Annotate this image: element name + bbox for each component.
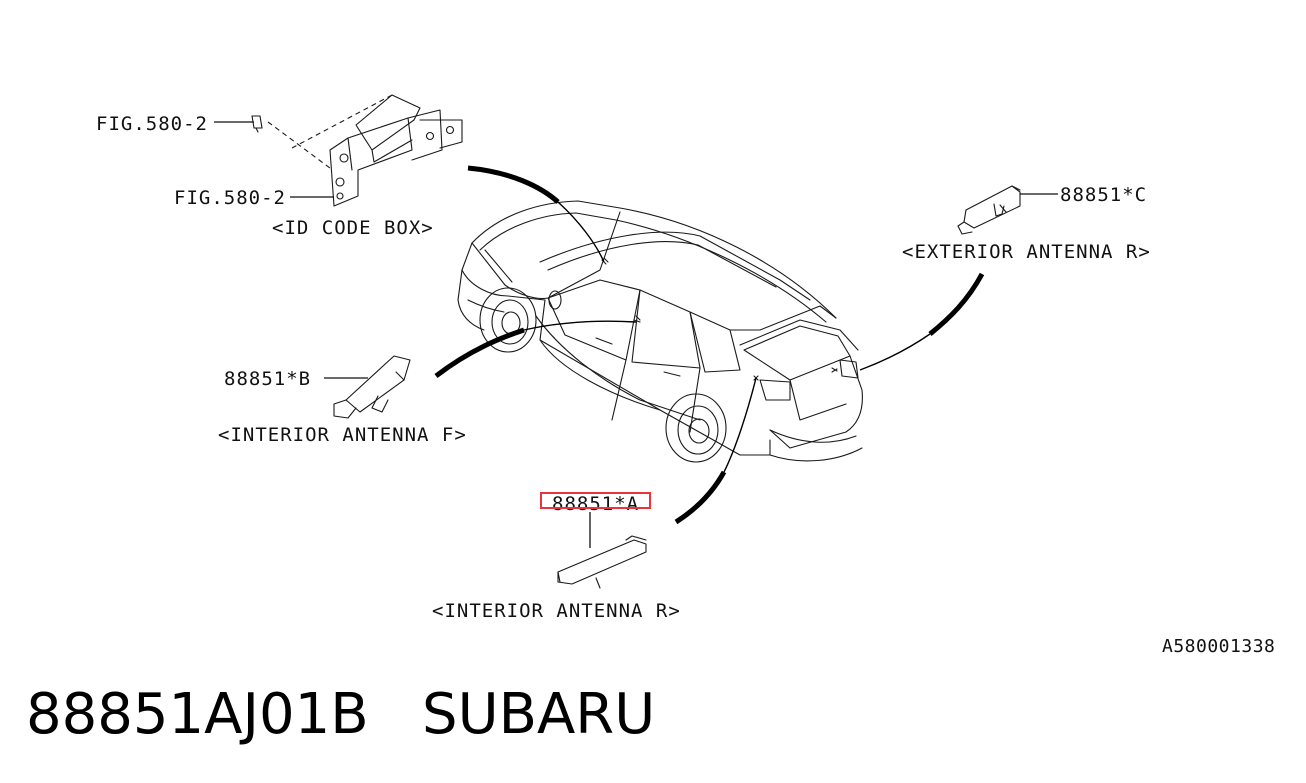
vehicle-illustration	[457, 200, 863, 463]
interior-antenna-f-label: <INTERIOR ANTENNA F>	[218, 424, 467, 446]
id-code-box-illustration	[251, 94, 463, 207]
fig-ref-bottom: FIG.580-2	[174, 187, 286, 209]
diagram-reference-code: A580001338	[1162, 636, 1276, 657]
interior-antenna-f-illustration	[333, 355, 411, 419]
connection-cables	[434, 165, 985, 525]
id-code-box-label: <ID CODE BOX>	[272, 217, 434, 239]
interior-antenna-f-part-number: 88851*B	[224, 368, 311, 390]
leader-lines	[214, 121, 1058, 548]
interior-antenna-r-illustration	[557, 535, 647, 589]
exterior-antenna-part-number: 88851*C	[1060, 184, 1147, 206]
exterior-antenna-label: <EXTERIOR ANTENNA R>	[902, 241, 1151, 263]
interior-antenna-r-label: <INTERIOR ANTENNA R>	[432, 600, 681, 622]
fig-ref-top: FIG.580-2	[96, 113, 208, 135]
exterior-antenna-illustration	[957, 185, 1021, 235]
highlight-box	[540, 492, 651, 509]
part-caption: 88851AJ01B SUBARU	[26, 682, 656, 747]
interior-antenna-r-part-number: 88851*A	[552, 493, 639, 515]
